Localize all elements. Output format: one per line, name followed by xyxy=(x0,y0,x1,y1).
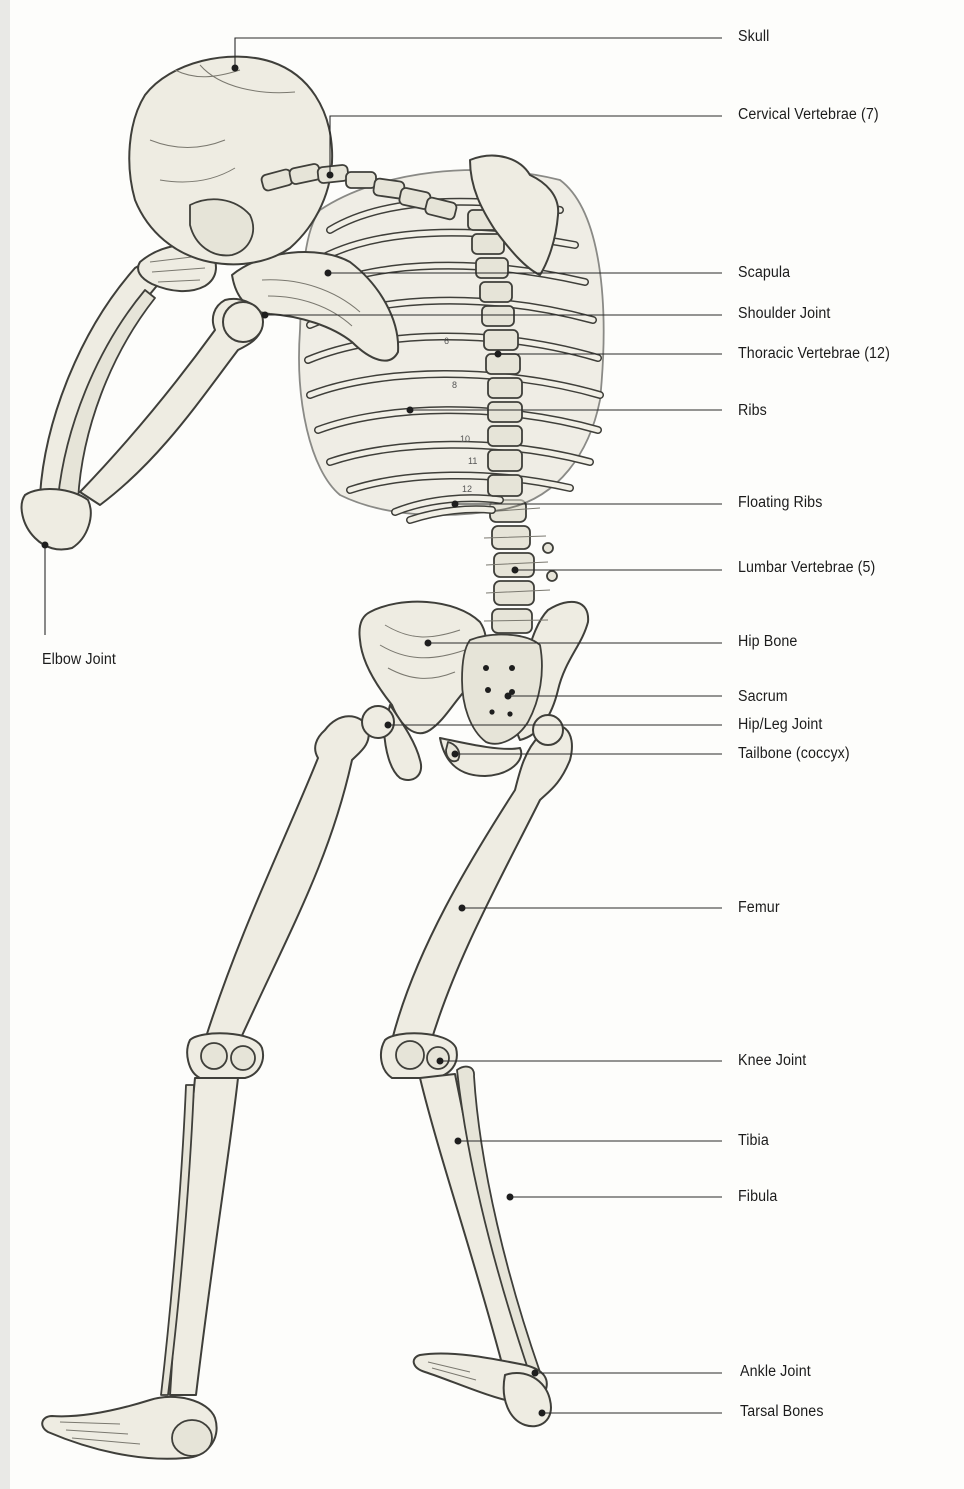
right-leg xyxy=(381,726,572,1426)
left-leg xyxy=(42,716,369,1459)
label-cervical: Cervical Vertebrae (7) xyxy=(738,106,879,124)
rib-number: 10 xyxy=(460,434,470,444)
label-thoracic: Thoracic Vertebrae (12) xyxy=(738,345,890,363)
label-scapula: Scapula xyxy=(738,264,790,282)
label-floating-ribs: Floating Ribs xyxy=(738,494,822,512)
label-knee-joint: Knee Joint xyxy=(738,1052,806,1070)
label-hip-leg-joint: Hip/Leg Joint xyxy=(738,716,822,734)
label-hip-bone: Hip Bone xyxy=(738,633,797,651)
label-femur: Femur xyxy=(738,899,780,917)
label-lumbar: Lumbar Vertebrae (5) xyxy=(738,559,875,577)
label-sacrum: Sacrum xyxy=(738,688,788,706)
label-ankle-joint: Ankle Joint xyxy=(740,1363,811,1381)
label-tarsal-bones: Tarsal Bones xyxy=(740,1403,824,1421)
label-skull: Skull xyxy=(738,28,769,46)
rib-number: 11 xyxy=(468,456,477,466)
rib-number: 8 xyxy=(452,380,457,390)
label-shoulder-joint: Shoulder Joint xyxy=(738,305,830,323)
label-elbow-joint: Elbow Joint xyxy=(42,651,116,669)
label-fibula: Fibula xyxy=(738,1188,777,1206)
arm xyxy=(22,245,263,550)
label-ribs: Ribs xyxy=(738,402,767,420)
label-tibia: Tibia xyxy=(738,1132,769,1150)
rib-number: 6 xyxy=(444,336,449,346)
rib-number: 12 xyxy=(462,484,472,494)
label-tailbone: Tailbone (coccyx) xyxy=(738,745,850,763)
